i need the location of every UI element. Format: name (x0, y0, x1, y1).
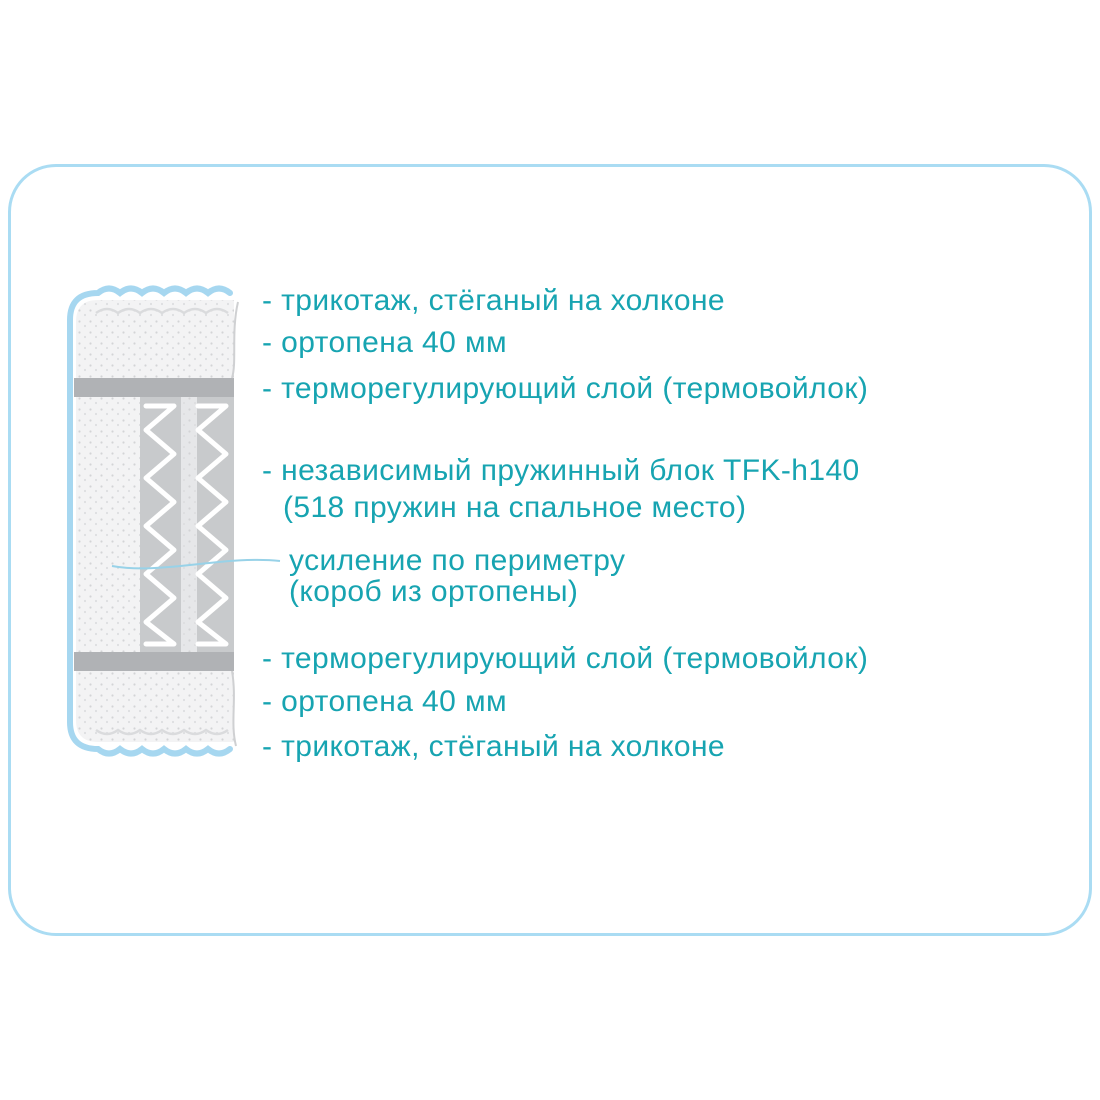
label-knit-bottom: - трикотаж, стёганый на холконе (262, 730, 726, 763)
thermo-layer-bottom-bar (74, 652, 234, 671)
mattress-cover-outline (67, 285, 233, 757)
quilt-stitch-bottom (95, 728, 229, 736)
cutaway-edge-top (231, 301, 239, 379)
label-spring-block-line2: (518 пружин на спальное место) (283, 491, 747, 524)
label-perimeter-line2: (короб из ортопены) (289, 575, 579, 608)
label-knit-top: - трикотаж, стёганый на холконе (262, 284, 726, 317)
label-thermo-bottom: - терморегулирующий слой (термовойлок) (262, 642, 869, 675)
quilt-stitch-top (95, 307, 229, 315)
thermo-layer-top-bar (74, 378, 234, 397)
label-foam-bottom: - ортопена 40 мм (262, 685, 507, 718)
spring-coil-right (195, 403, 229, 647)
spring-coil-left (143, 403, 177, 647)
label-spring-block-line1: - независимый пружинный блок TFK-h140 (262, 454, 860, 487)
spring-divider-strip-dots (181, 397, 197, 652)
cutaway-edge-bottom (231, 670, 237, 747)
label-foam-top: - ортопена 40 мм (262, 326, 507, 359)
label-thermo-top: - терморегулирующий слой (термовойлок) (262, 372, 869, 405)
perimeter-leader-line (111, 558, 281, 570)
label-perimeter-line1: усиление по периметру (289, 544, 626, 577)
